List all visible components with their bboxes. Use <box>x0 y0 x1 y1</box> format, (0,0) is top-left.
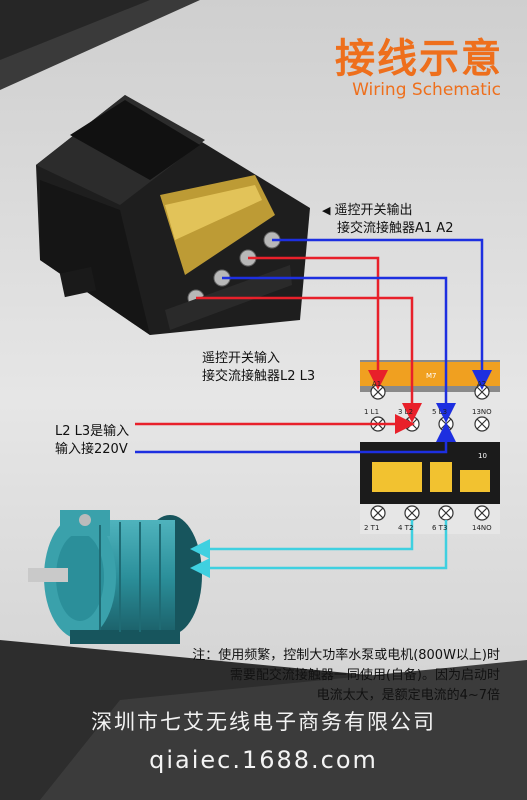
wire-blue-l3 <box>222 276 456 423</box>
contactor-rating: 10 <box>478 452 487 460</box>
page-title: 接线示意 <box>335 36 503 82</box>
electric-motor <box>28 510 202 644</box>
bottom-terminal-1: 2 T1 <box>364 524 379 532</box>
top-terminal-4: 13NO <box>472 408 492 416</box>
wire-cyan-t3 <box>190 520 448 578</box>
wire-blue-supply <box>135 422 456 454</box>
usage-note: 注：使用频繁，控制大功率水泵或电机(800W以上)时 需要配交流接触器一同使用(… <box>192 648 500 703</box>
bottom-terminal-4: 14NO <box>472 524 492 532</box>
top-terminal-2: 3 L2 <box>398 408 413 416</box>
wire-red-a1 <box>248 256 388 390</box>
input-label: 遥控开关输入 接交流接触器L2 L3 <box>202 351 316 384</box>
contactor-model: M7 <box>426 372 437 380</box>
top-terminal-3: 5 L3 <box>432 408 447 416</box>
output-label: ◀遥控开关输出 接交流接触器A1 A2 <box>322 203 454 236</box>
wire-red-l2 <box>196 296 422 423</box>
triangle-left-icon: ◀ <box>322 204 331 217</box>
top-terminal-1: 1 L1 <box>364 408 379 416</box>
coil-left-label: A1 <box>372 380 381 388</box>
supply-label: L2 L3是输入 输入接220V <box>55 424 130 457</box>
wire-cyan-t2 <box>190 520 414 559</box>
bottom-terminal-2: 4 T2 <box>398 524 413 532</box>
wire-blue-a2 <box>272 238 492 390</box>
wires <box>135 238 492 578</box>
page-subtitle: Wiring Schematic <box>352 80 501 100</box>
company-watermark: 深圳市七艾无线电子商务有限公司 <box>91 710 436 734</box>
remote-switch-module <box>36 95 310 335</box>
bottom-terminal-3: 6 T3 <box>432 524 447 532</box>
site-watermark: qiaiec.1688.com <box>149 746 378 774</box>
coil-right-label: A2 <box>477 380 486 388</box>
